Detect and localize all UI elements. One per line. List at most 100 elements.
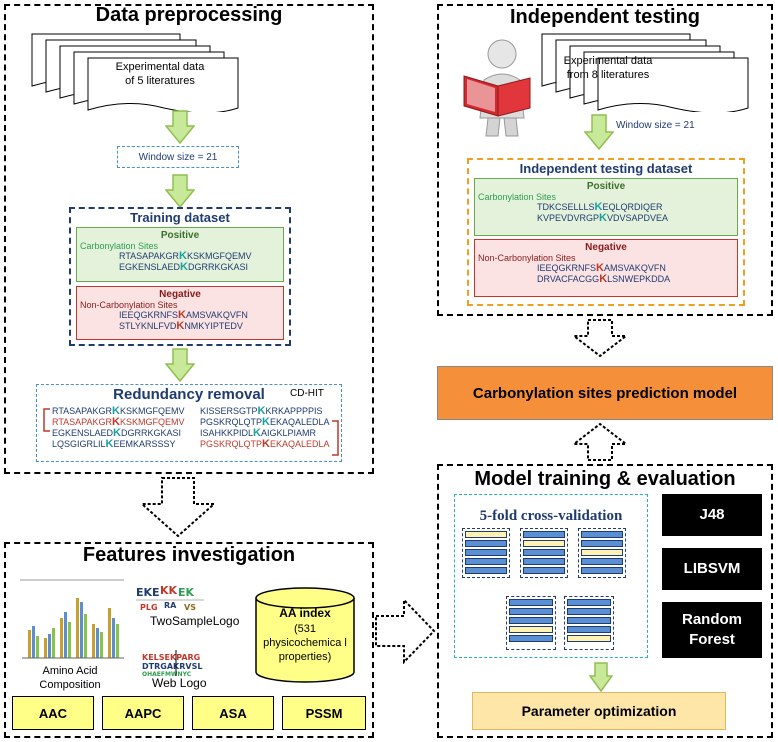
documents-stack-icon — [541, 33, 749, 112]
arrow-down-icon — [165, 174, 195, 208]
aa-index-sub: (531 physicochemica l properties) — [263, 623, 347, 663]
classifier-libsvm: LIBSVM — [662, 548, 762, 590]
docs-label-line1: Experimental data — [563, 55, 653, 67]
redundancy-removal-box — [36, 384, 342, 462]
features-investigation-title: Features investigation — [82, 544, 296, 566]
preprocessing-docs-label: Experimental data of 5 literatures — [90, 60, 230, 88]
feature-box-asa: ASA — [192, 696, 274, 730]
cross-validation-box — [454, 494, 648, 658]
web-logo-label: Web Logo — [152, 676, 207, 690]
feature-box-pssm: PSSM — [282, 696, 366, 730]
database-cylinder-icon — [255, 587, 355, 683]
features-investigation-panel — [4, 542, 374, 738]
fold-block — [520, 528, 568, 578]
svg-text:RA: RA — [164, 601, 177, 610]
arrow-down-icon — [165, 348, 195, 382]
svg-text:KELSEKPARG: KELSEKPARG — [142, 653, 200, 662]
redundancy-removal-title: Redundancy removal — [113, 386, 265, 403]
fold-block — [564, 596, 614, 650]
bracket-icon — [43, 408, 50, 432]
svg-text:QHAEFMWNYC: QHAEFMWNYC — [142, 671, 192, 676]
sequence: EGKENSLAEDKDGRRKGKASI — [119, 261, 248, 273]
independent-negative-box: Negative Non-Carbonylation Sites IEEQGKR… — [474, 239, 738, 297]
sequence: IEEQGKRNFSKAMSVAKQVFN — [537, 262, 666, 274]
positive-label: Positive — [160, 230, 200, 241]
independent-testing-title: Independent testing — [510, 6, 700, 28]
fold-block — [462, 528, 510, 578]
negative-sub-label: Non-Carbonylation Sites — [80, 300, 178, 310]
aac-label-line2: Composition — [39, 679, 101, 691]
svg-text:PLG: PLG — [140, 603, 158, 612]
sequence: RTASAPAKGRKKSKMGFQEMV — [52, 416, 185, 428]
svg-text:VS: VS — [184, 603, 196, 612]
model-training-panel — [437, 464, 773, 738]
negative-label: Negative — [159, 289, 201, 300]
redundancy-left-list: RTASAPAKGRKKSKMGFQEMV RTASAPAKGRKKSKMGFQ… — [52, 406, 185, 450]
reading-person-icon — [463, 39, 531, 137]
cd-hit-label: CD-HIT — [290, 388, 324, 399]
parameter-optimization-box: Parameter optimization — [472, 692, 726, 730]
feature-box-aac: AAC — [12, 696, 94, 730]
dotted-arrow-up-icon — [572, 422, 628, 461]
sequence: ISAHKKPIDLKAIGKLPIAMR — [200, 427, 316, 439]
docs-label-line2: from 8 literatures — [566, 69, 650, 81]
two-sample-logo-icon: EKE KK EK PLG RA VS — [136, 584, 204, 612]
two-sample-logo-label: TwoSampleLogo — [150, 614, 240, 628]
arrow-down-icon — [165, 110, 195, 144]
sequence: LQSGIGRLILKEEMKARSSSY — [52, 438, 176, 450]
sequence: IEEQGKRNFSKAMSVAKQVFN — [119, 309, 248, 321]
model-training-title: Model training & evaluation — [474, 468, 736, 490]
independent-dataset-title: Independent testing dataset — [519, 161, 693, 176]
negative-label: Negative — [585, 242, 627, 253]
prediction-model-box: Carbonylation sites prediction model — [437, 366, 773, 420]
feature-box-aapc: AAPC — [102, 696, 184, 730]
positive-sub-label: Carbonylation Sites — [478, 192, 557, 202]
redundancy-right-list: KISSERSGTPKKRKAPPPPIS PGSKRQLQTPKEKAQALE… — [200, 406, 330, 450]
classifier-random-forest: Random Forest — [662, 602, 762, 658]
sequence: TDKCSELLLSKEQLQRDIQER — [537, 201, 663, 213]
independent-positive-box: Positive Carbonylation Sites TDKCSELLLSK… — [474, 178, 738, 236]
independent-window-size: Window size = 21 — [616, 120, 695, 131]
sequence: DRVACFACGGKLSNWEPKDDA — [537, 273, 671, 285]
data-preprocessing-title: Data preprocessing — [95, 4, 283, 26]
data-preprocessing-panel — [4, 4, 374, 474]
aac-label-line1: Amino Acid — [42, 665, 98, 677]
web-logo-icon: KELSEKPARG DTRGAKRVSL QHAEFMWNYC — [142, 650, 202, 676]
classifier-j48: J48 — [662, 494, 762, 536]
arrow-down-icon — [584, 114, 614, 150]
cross-validation-title: 5-fold cross-validation — [479, 508, 623, 524]
positive-sub-label: Carbonylation Sites — [80, 241, 159, 251]
sequence: PGSKRQLQTPKEKAQALEDLA — [200, 416, 330, 428]
training-dataset-title: Training dataset — [130, 210, 230, 225]
bracket-icon — [332, 420, 339, 456]
sequence: STLYKNLFVDKNMKYIPTEDV — [119, 320, 243, 332]
sequence: PGSKRQLQTPKEKAQALEDLA — [200, 438, 330, 450]
arrow-down-icon — [589, 662, 613, 692]
dotted-arrow-right-icon — [375, 598, 436, 664]
aac-bar-chart-icon — [20, 579, 124, 659]
positive-label: Positive — [586, 181, 626, 192]
sequence: KVPEVDVRGPKVDVSAPDVEA — [537, 212, 669, 224]
sequence: RTASAPAKGRKKSKMGFQEMV — [52, 405, 185, 417]
dotted-arrow-down-icon — [572, 319, 628, 358]
negative-sub-label: Non-Carbonylation Sites — [478, 253, 576, 263]
dotted-arrow-down-icon — [140, 477, 216, 538]
documents-stack-icon — [31, 33, 239, 112]
independent-docs-label: Experimental data from 8 literatures — [548, 54, 668, 82]
preprocessing-window-size: Window size = 21 — [117, 146, 239, 168]
sequence: KISSERSGTPKKRKAPPPPIS — [200, 405, 323, 417]
svg-text:KK: KK — [160, 584, 178, 597]
svg-text:DTRGAKRVSL: DTRGAKRVSL — [142, 662, 202, 671]
sequence: EGKENSLAEDKDGRRKGKASI — [52, 427, 181, 439]
docs-label-line2: of 5 literatures — [125, 75, 195, 87]
fold-block — [578, 528, 626, 578]
training-negative-box: Negative Non-Carbonylation Sites IEEQGKR… — [76, 286, 284, 340]
fold-block — [506, 596, 556, 650]
independent-testing-panel — [437, 4, 773, 316]
docs-label-line1: Experimental data — [115, 61, 205, 73]
aac-label: Amino Acid Composition — [20, 664, 120, 692]
sequence: RTASAPAKGRKKSKMGFQEMV — [119, 250, 252, 262]
svg-text:EK: EK — [178, 586, 195, 599]
training-positive-box: Positive Carbonylation Sites RTASAPAKGRK… — [76, 227, 284, 282]
aa-index-title: AA index — [279, 606, 331, 620]
